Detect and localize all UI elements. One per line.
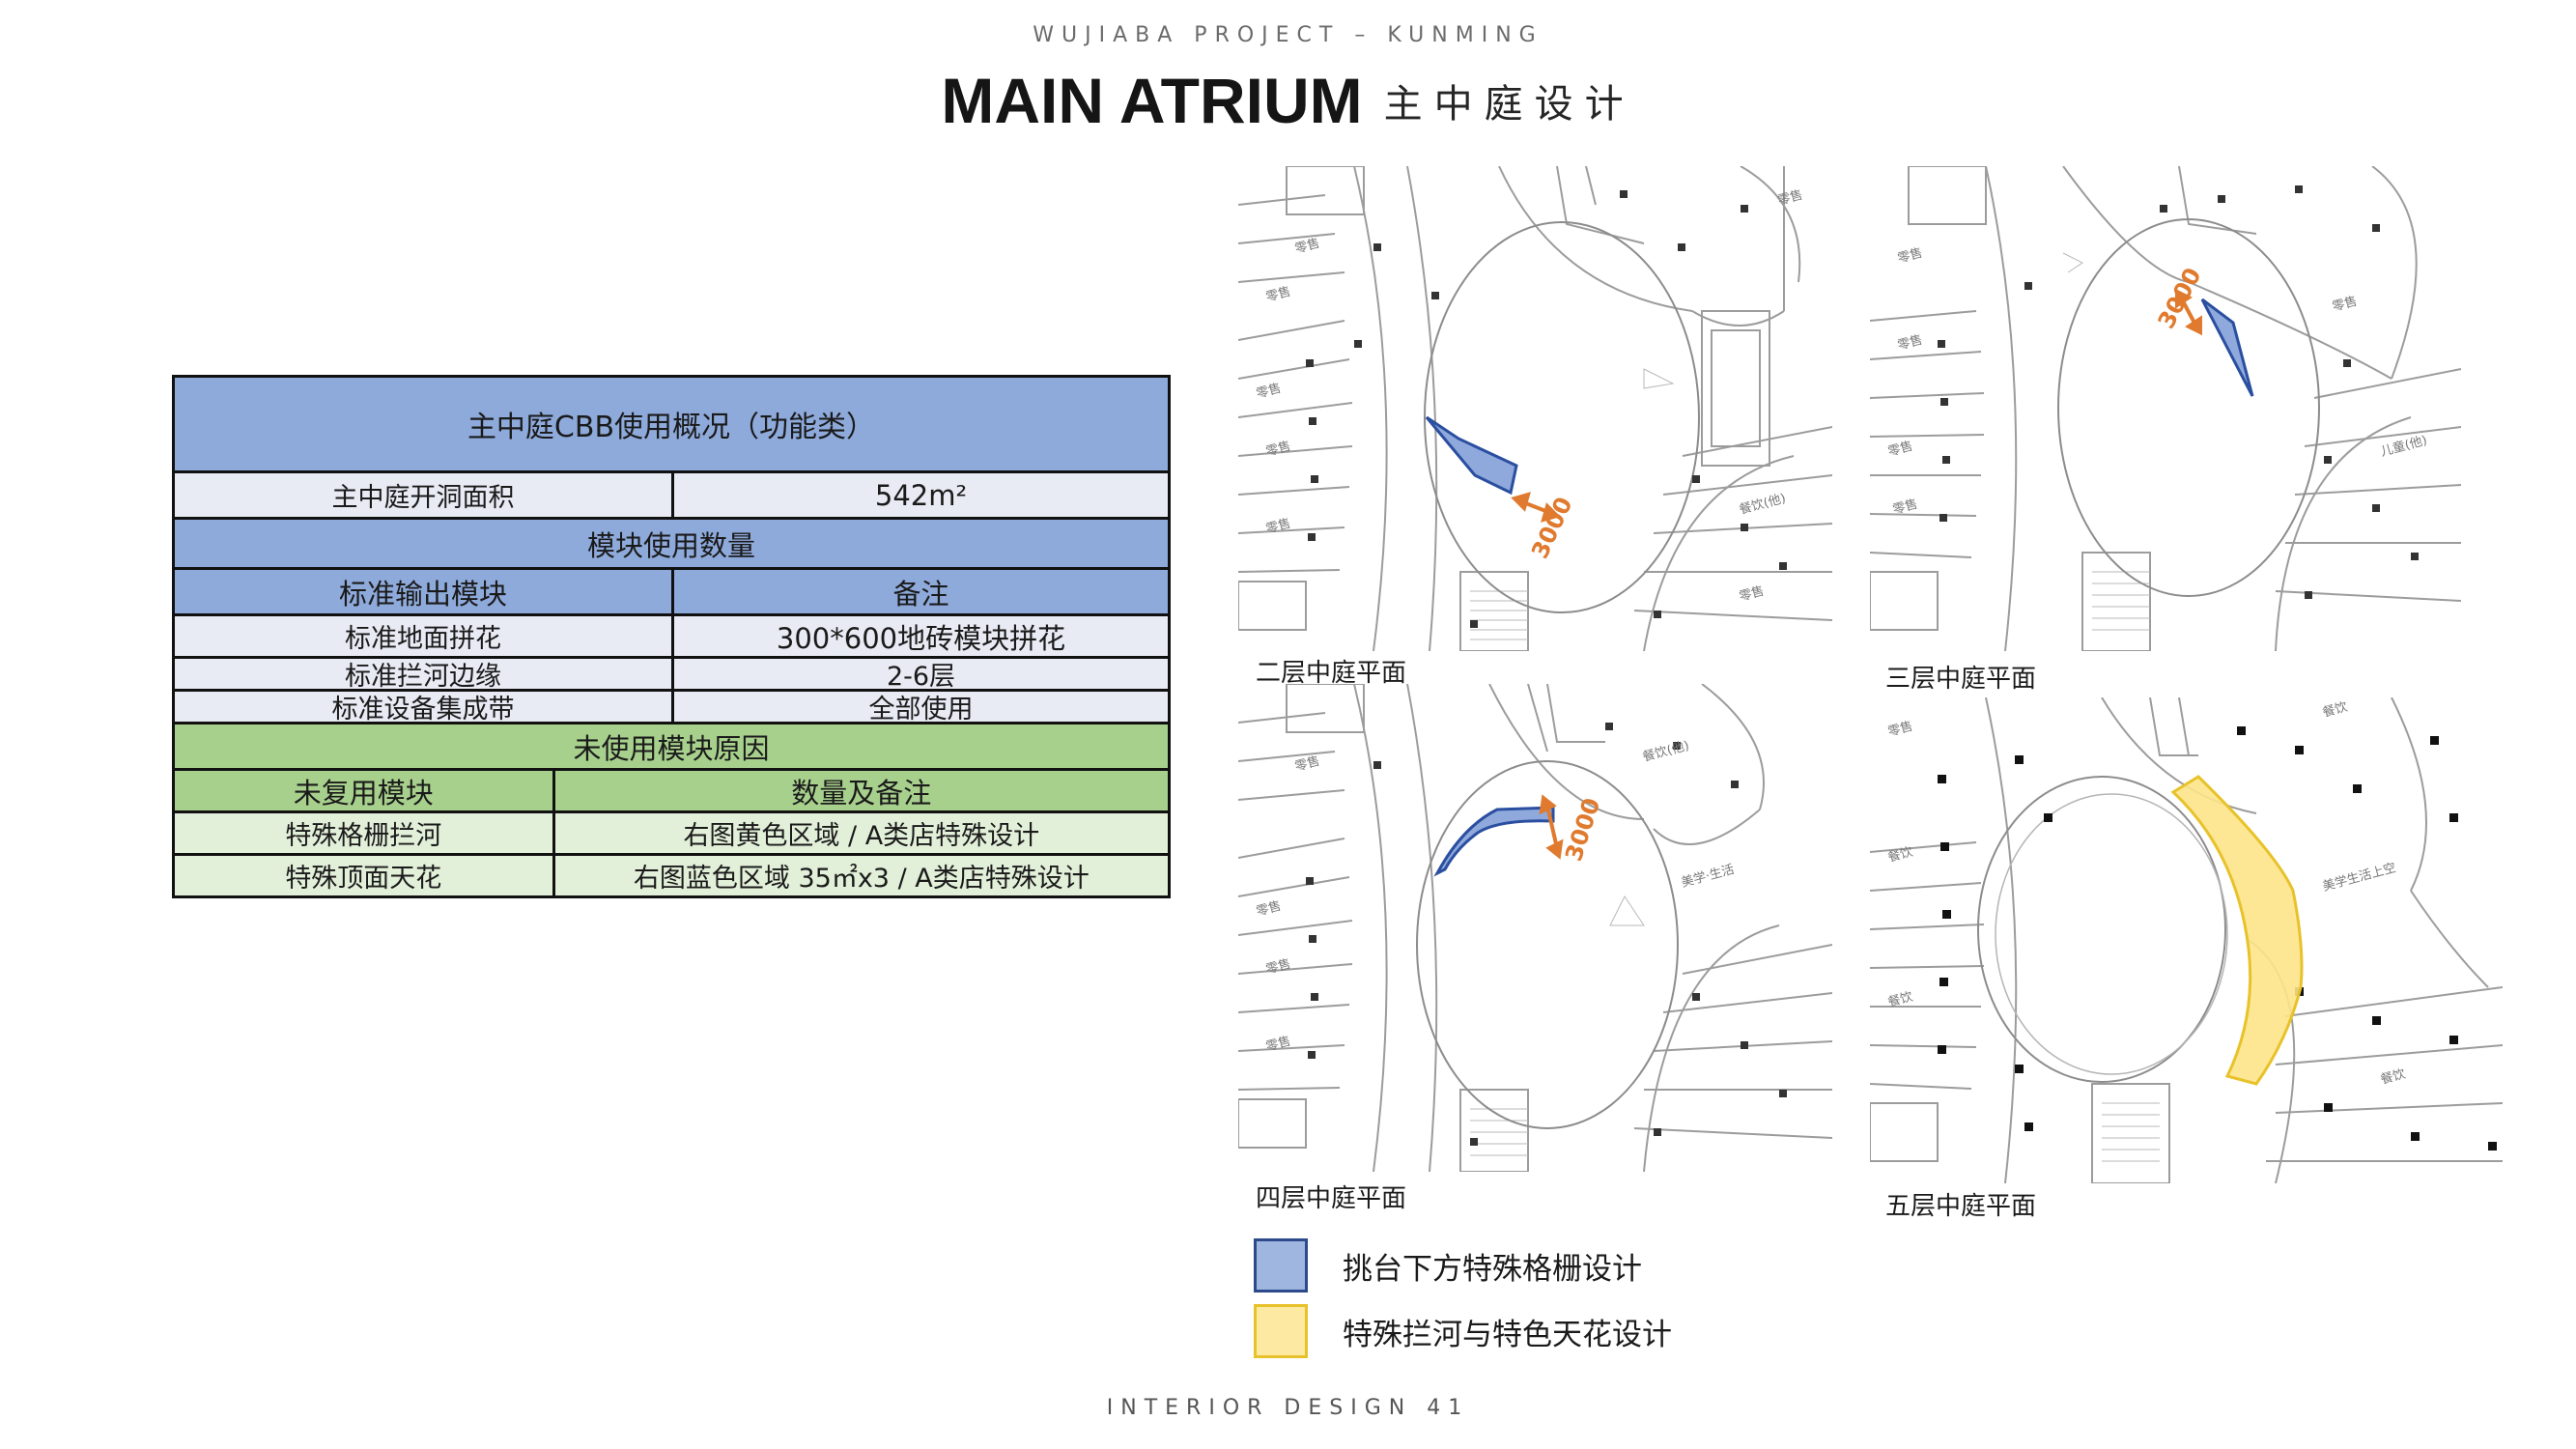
table-row: 特殊格栅拦河 右图黄色区域 / A类店特殊设计 <box>172 813 1171 856</box>
table-row: 标准拦河边缘 2-6层 <box>172 659 1171 692</box>
standard-header-row: 标准输出模块 备注 <box>172 570 1171 616</box>
page-title-cn: 主中庭设计 <box>1383 82 1635 127</box>
store-label: 零售 <box>1886 439 1914 460</box>
floor-plan-drawing: 零售 餐饮(他) 零售 零售 零售 美学·生活 3000 <box>1238 684 1832 1172</box>
dimension-marker <box>2175 288 2202 336</box>
legend-text: 特殊拦河与特色天花设计 <box>1343 1317 1672 1352</box>
store-label: 零售 <box>1891 497 1919 518</box>
dimension-label: 3000 <box>1560 795 1605 865</box>
table-row: 标准地面拼花 300*600地砖模块拼花 <box>172 616 1171 659</box>
project-name: WUJIABA PROJECT – KUNMING <box>1033 23 1543 47</box>
store-label: 零售 <box>2331 294 2359 315</box>
store-label: 餐饮(他) <box>1738 491 1788 518</box>
table-row: 特殊顶面天花 右图蓝色区域 35㎡x3 / A类店特殊设计 <box>172 856 1171 898</box>
unused-header-row: 未复用模块 数量及备注 <box>172 771 1171 813</box>
floor-plan-drawing: 零售 零售 零售 零售 餐饮(他) 零售 零售 零售 3000 <box>1238 166 1832 651</box>
legend-item-yellow: 特殊拦河与特色天花设计 <box>1254 1304 1672 1358</box>
store-label: 餐饮 <box>2321 699 2349 721</box>
special-grille-zone <box>1425 415 1518 496</box>
store-label: 零售 <box>1255 381 1283 402</box>
store-label: 零售 <box>1264 956 1292 978</box>
page-title: MAIN ATRIUM 主中庭设计 <box>0 64 2576 137</box>
legend-swatch-yellow <box>1254 1304 1308 1358</box>
standard-note-cell: 300*600地砖模块拼花 <box>671 616 1168 656</box>
store-label: 餐饮 <box>1886 844 1914 866</box>
store-label: 零售 <box>1264 516 1292 537</box>
unused-module-header: 未复用模块 <box>293 776 434 810</box>
floor-plan-drawing: 零售 零售 零售 零售 零售 儿童(他) 3000 <box>1870 166 2461 651</box>
standard-note-cell: 2-6层 <box>671 659 1168 689</box>
standard-module-cell: 标准设备集成带 <box>331 695 515 722</box>
opening-area-label: 主中庭开洞面积 <box>331 483 515 513</box>
special-grille-zone <box>1433 806 1555 877</box>
table-row: 主中庭开洞面积 542m² <box>172 473 1171 520</box>
store-label: 零售 <box>1738 583 1766 605</box>
special-grille-zone <box>2200 298 2254 397</box>
plan-label-level-5: 五层中庭平面 <box>1885 1192 2037 1221</box>
store-label: 零售 <box>1255 898 1283 920</box>
floor-plan-level-5: 零售 餐饮 餐饮 餐饮 美学生活上空 餐饮 <box>1870 697 2503 1183</box>
module-count-heading-row: 模块使用数量 <box>172 520 1171 570</box>
store-label: 美学·生活 <box>1680 862 1736 891</box>
page-footer: INTERIOR DESIGN 41 <box>1106 1396 1470 1420</box>
plan-label-level-2: 二层中庭平面 <box>1256 659 1407 688</box>
dimension-marker <box>1511 492 1561 523</box>
unused-module-cell: 特殊格栅拦河 <box>285 821 442 851</box>
legend-swatch-blue <box>1254 1238 1308 1293</box>
unused-note-header: 数量及备注 <box>552 771 1168 810</box>
store-label: 零售 <box>1776 187 1804 209</box>
legend-item-blue: 挑台下方特殊格栅设计 <box>1254 1238 1642 1293</box>
plan-label-level-4: 四层中庭平面 <box>1256 1184 1407 1213</box>
standard-module-cell: 标准拦河边缘 <box>345 662 501 689</box>
plan-label-level-3: 三层中庭平面 <box>1885 665 2037 694</box>
floor-plan-level-2: 零售 零售 零售 零售 餐饮(他) 零售 零售 零售 3000 <box>1238 166 1832 651</box>
store-label: 零售 <box>1293 753 1321 775</box>
table-title: 主中庭CBB使用概况（功能类） <box>467 411 876 444</box>
store-label: 美学生活上空 <box>2321 860 2397 895</box>
table-row: 标准设备集成带 全部使用 <box>172 692 1171 724</box>
standard-module-header: 标准输出模块 <box>338 577 507 611</box>
dimension-label: 3000 <box>1526 493 1578 562</box>
store-label: 零售 <box>1264 1034 1292 1055</box>
unused-module-cell: 特殊顶面天花 <box>285 864 442 894</box>
dimension-marker <box>1539 794 1564 860</box>
opening-area-value: 542m² <box>671 473 1168 517</box>
store-label: 零售 <box>1264 284 1292 305</box>
standard-note-cell: 全部使用 <box>671 692 1168 722</box>
unused-note-cell: 右图蓝色区域 35㎡x3 / A类店特殊设计 <box>552 856 1168 895</box>
standard-module-cell: 标准地面拼花 <box>345 624 501 654</box>
page-title-en: MAIN ATRIUM <box>941 65 1363 136</box>
store-label: 零售 <box>1896 332 1924 354</box>
floor-plan-level-4: 零售 餐饮(他) 零售 零售 零售 美学·生活 3000 <box>1238 684 1832 1172</box>
store-label: 餐饮 <box>1886 989 1914 1010</box>
store-label: 零售 <box>1886 719 1914 740</box>
floor-plan-level-3: 零售 零售 零售 零售 零售 儿童(他) 3000 <box>1870 166 2461 651</box>
store-label: 零售 <box>1264 439 1292 460</box>
store-label: 餐饮 <box>2379 1066 2407 1088</box>
cbb-usage-table: 主中庭CBB使用概况（功能类） 主中庭开洞面积 542m² 模块使用数量 标准输… <box>172 375 1171 898</box>
standard-note-header: 备注 <box>671 570 1168 613</box>
store-label: 餐饮(他) <box>1641 738 1691 765</box>
floor-plan-drawing: 零售 餐饮 餐饮 餐饮 美学生活上空 餐饮 <box>1870 697 2503 1183</box>
unused-heading-row: 未使用模块原因 <box>172 724 1171 771</box>
module-count-heading: 模块使用数量 <box>586 528 755 562</box>
unused-heading: 未使用模块原因 <box>573 731 770 765</box>
special-railing-ceiling-zone <box>2170 775 2304 1086</box>
unused-note-cell: 右图黄色区域 / A类店特殊设计 <box>552 813 1168 853</box>
legend-text: 挑台下方特殊格栅设计 <box>1343 1251 1642 1287</box>
store-label: 零售 <box>1896 245 1924 267</box>
table-title-row: 主中庭CBB使用概况（功能类） <box>172 375 1171 473</box>
store-label: 零售 <box>1293 236 1321 257</box>
